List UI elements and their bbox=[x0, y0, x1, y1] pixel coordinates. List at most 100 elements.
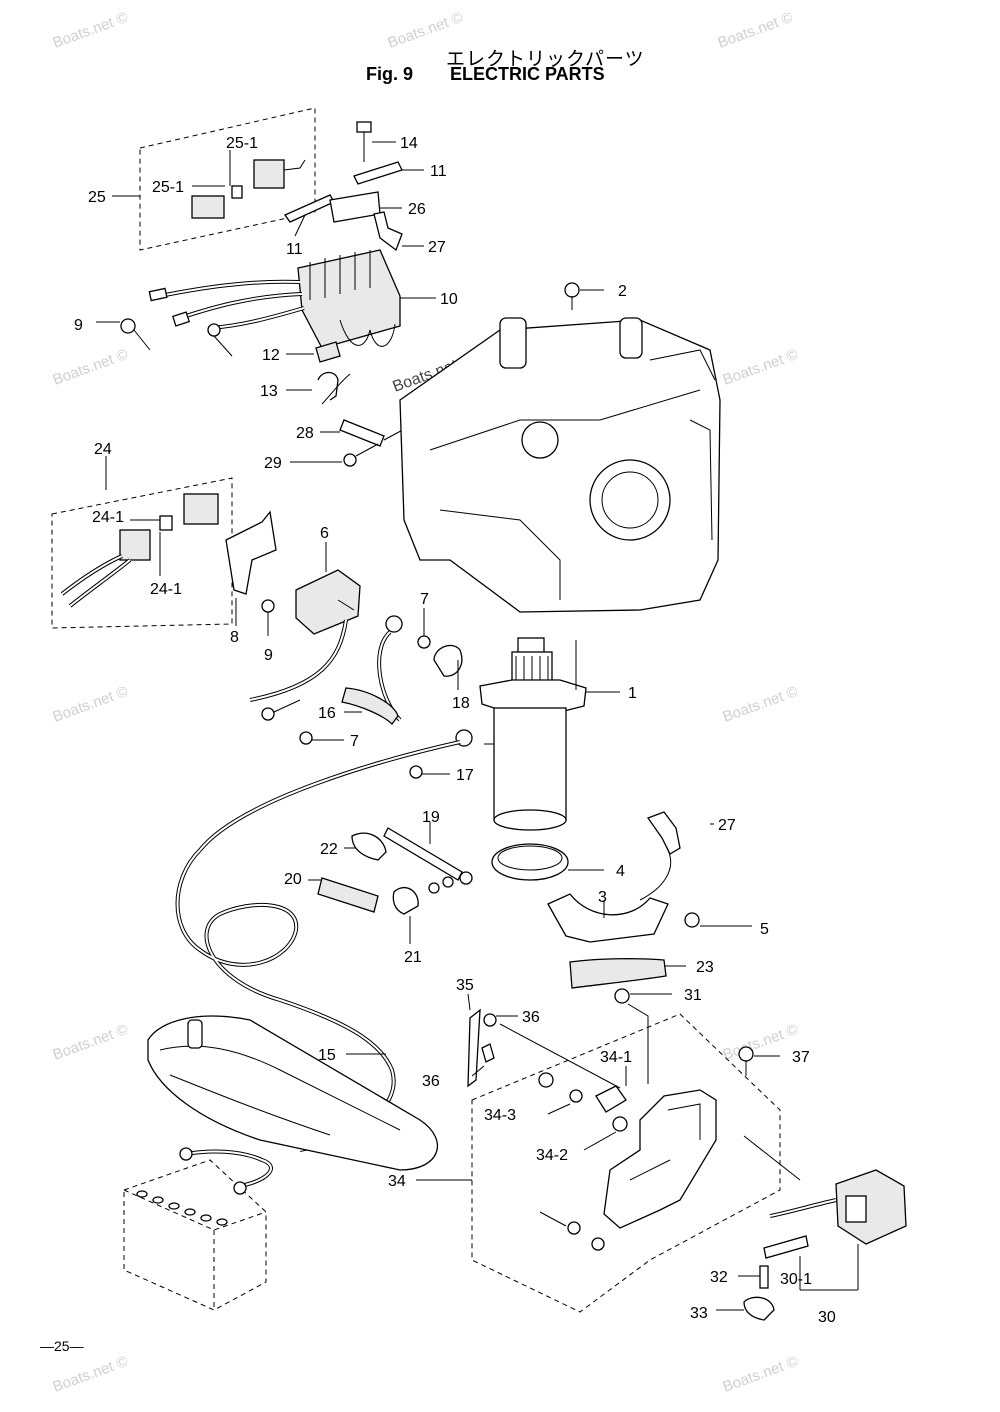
callout-22: 22 bbox=[320, 841, 338, 858]
lower-cowling bbox=[147, 1015, 438, 1171]
collar-34-2 bbox=[612, 1116, 628, 1132]
bolt-head bbox=[356, 121, 372, 133]
callout-24-1: 24-1 bbox=[150, 581, 182, 598]
callout-12: 12 bbox=[262, 347, 280, 364]
cap-18 bbox=[433, 644, 463, 677]
callout-25-1: 25-1 bbox=[226, 135, 258, 152]
callout-17: 17 bbox=[456, 767, 474, 784]
callout-14: 14 bbox=[400, 135, 418, 152]
callout-27: 27 bbox=[428, 239, 446, 256]
clip-36 bbox=[483, 1013, 497, 1027]
starter-relay-6 bbox=[295, 569, 361, 635]
leader-line bbox=[627, 1003, 649, 1084]
pin-37 bbox=[738, 1046, 754, 1062]
engine-boss bbox=[499, 317, 527, 369]
engine-bore bbox=[521, 421, 559, 459]
leader-line bbox=[547, 1103, 571, 1115]
callout-34-1: 34-1 bbox=[600, 1049, 632, 1066]
connector bbox=[148, 287, 168, 302]
pad-12 bbox=[315, 341, 341, 363]
callout-10: 10 bbox=[440, 291, 458, 308]
bolt-5 bbox=[684, 912, 700, 928]
watermark: Boats.net © bbox=[386, 9, 466, 52]
ring-terminal bbox=[385, 615, 403, 633]
band-4 bbox=[491, 843, 569, 881]
callout-15: 15 bbox=[318, 1047, 336, 1064]
bolt-7 bbox=[299, 731, 313, 745]
bracket-8 bbox=[225, 510, 277, 595]
figure-number: Fig. 9 bbox=[366, 64, 414, 84]
diagram-title: ELECTRIC PARTS bbox=[450, 64, 605, 84]
small-parts-group bbox=[286, 341, 411, 467]
switch-30-group bbox=[716, 1169, 907, 1321]
callout-7: 7 bbox=[350, 733, 359, 750]
relay-24 bbox=[183, 493, 219, 525]
callout-2: 2 bbox=[618, 283, 627, 300]
callout-30: 30 bbox=[818, 1309, 836, 1326]
relay-24 bbox=[119, 529, 151, 561]
bolt-2 bbox=[564, 282, 580, 298]
callout-23: 23 bbox=[696, 959, 714, 976]
ring-terminal bbox=[261, 707, 275, 721]
callout-labels: 1 2 3 4 5 6 7 7 8 9 9 10 11 11 12 13 14 … bbox=[74, 135, 836, 1326]
callout-35: 35 bbox=[456, 977, 474, 994]
engine-boss bbox=[619, 317, 643, 359]
bolt-29 bbox=[343, 453, 357, 467]
cowling-edge bbox=[169, 1074, 331, 1136]
bolt-9 bbox=[120, 318, 136, 334]
kit-24-group bbox=[51, 456, 233, 629]
clip-27 bbox=[646, 811, 681, 855]
watermark: Boats.net © bbox=[716, 9, 796, 52]
callout-37: 37 bbox=[792, 1049, 810, 1066]
band-inner bbox=[497, 845, 563, 871]
callout-13: 13 bbox=[260, 383, 278, 400]
callout-18: 18 bbox=[452, 695, 470, 712]
ring-terminal bbox=[207, 323, 221, 337]
nut bbox=[428, 882, 440, 894]
lower-cowling-group bbox=[147, 1015, 438, 1171]
callout-24-1: 24-1 bbox=[92, 509, 124, 526]
washer bbox=[442, 876, 454, 888]
bracket-26 bbox=[329, 191, 381, 223]
boot-23 bbox=[569, 958, 667, 989]
bracket-edge bbox=[629, 1103, 701, 1181]
cap-21 bbox=[392, 887, 419, 915]
watermark: Boats.net © bbox=[51, 1353, 131, 1396]
leader-line bbox=[583, 1131, 617, 1151]
relay-edge bbox=[337, 599, 355, 611]
pin-32 bbox=[759, 1265, 769, 1289]
callout-19: 19 bbox=[422, 809, 440, 826]
starter-relay-group bbox=[198, 510, 473, 852]
engine-bore-inner bbox=[601, 471, 659, 529]
watermark: Boats.net © bbox=[721, 1353, 801, 1396]
callout-16: 16 bbox=[318, 705, 336, 722]
wire-lead bbox=[273, 699, 301, 713]
leader-line bbox=[294, 214, 306, 237]
callout-28: 28 bbox=[296, 425, 314, 442]
callout-4: 4 bbox=[616, 863, 625, 880]
callout-11: 11 bbox=[286, 241, 303, 258]
starter-flange bbox=[479, 679, 587, 713]
callout-6: 6 bbox=[320, 525, 329, 542]
lower-boot-group bbox=[569, 958, 780, 1084]
engine-edge bbox=[689, 419, 713, 541]
wire-lead bbox=[213, 335, 233, 357]
battery-edges bbox=[123, 1189, 267, 1310]
engine-edge bbox=[429, 389, 701, 451]
watermark: Boats.net © bbox=[51, 1021, 131, 1064]
engine-edge bbox=[649, 349, 716, 381]
regulator-10 bbox=[297, 249, 401, 349]
plate-11 bbox=[284, 194, 335, 223]
terminal-part bbox=[159, 515, 173, 531]
leader-line bbox=[467, 993, 471, 1011]
callout-8: 8 bbox=[230, 629, 239, 646]
callout-20: 20 bbox=[284, 871, 302, 888]
ring-terminal bbox=[179, 1147, 193, 1161]
leader-line bbox=[639, 845, 672, 901]
callout-25-1: 25-1 bbox=[152, 179, 184, 196]
callout-3: 3 bbox=[598, 889, 607, 906]
clamp-13 bbox=[317, 371, 339, 401]
kit-34-dashed-box bbox=[471, 1013, 781, 1313]
